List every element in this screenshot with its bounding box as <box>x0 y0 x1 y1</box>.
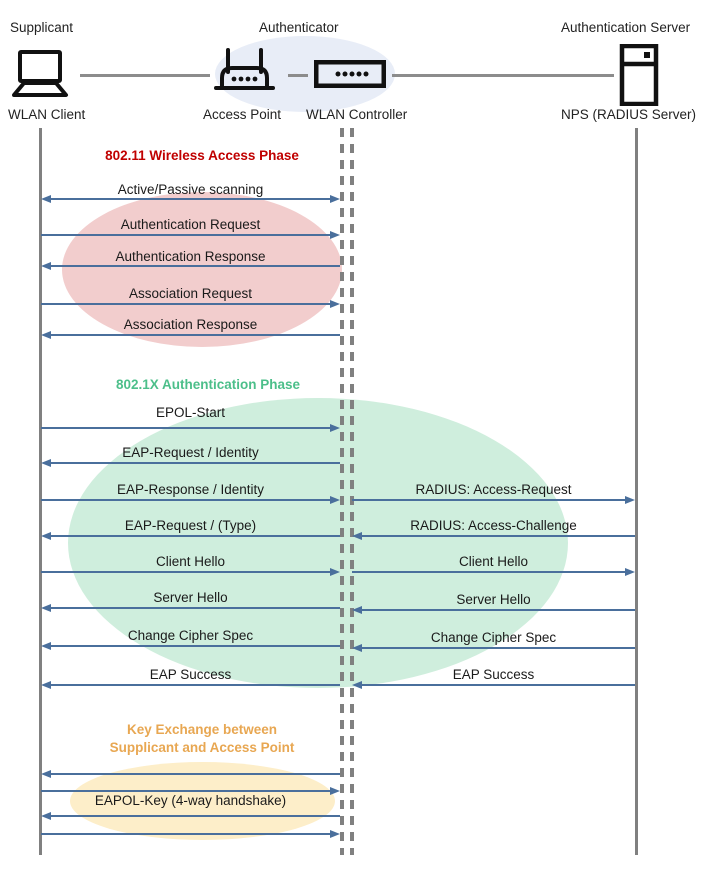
role-title-supplicant: Supplicant <box>10 20 74 35</box>
link-wlc-to-server <box>392 74 614 77</box>
phase-caption-line: 802.11 Wireless Access Phase <box>105 148 299 163</box>
message-label: EAP-Response / Identity <box>116 482 265 497</box>
message-arrow <box>352 606 635 614</box>
role-title-authenticator: Authenticator <box>259 20 339 35</box>
message-arrow <box>41 331 340 339</box>
message-label: RADIUS: Access-Challenge <box>410 518 577 533</box>
message-arrow <box>41 424 340 432</box>
message-arrow <box>41 532 340 540</box>
link-ap-to-wlc <box>288 74 308 77</box>
message-label: Server Hello <box>153 590 228 605</box>
device-label-nps-radius-server: NPS (RADIUS Server) <box>561 107 697 122</box>
message-arrow <box>41 770 340 778</box>
phase-caption-dot1x-authentication: 802.1X Authentication Phase <box>98 376 318 394</box>
message-label: EAP-Request / (Type) <box>124 518 257 533</box>
message-label: EAP Success <box>452 667 535 682</box>
message-arrow <box>41 231 340 239</box>
message-label: RADIUS: Access-Request <box>415 482 572 497</box>
message-label: Authentication Request <box>120 217 261 232</box>
device-label-access-point: Access Point <box>203 107 282 122</box>
message-arrow <box>41 830 340 838</box>
phase-caption-line: 802.1X Authentication Phase <box>115 377 301 392</box>
link-client-to-ap <box>80 74 210 77</box>
message-label: Active/Passive scanning <box>117 182 264 197</box>
message-arrow <box>41 812 340 820</box>
message-label: Change Cipher Spec <box>127 628 254 643</box>
message-arrow <box>41 496 340 504</box>
message-arrow <box>41 642 340 650</box>
device-label-wlan-controller: WLAN Controller <box>306 107 408 122</box>
phase-2-ellipse <box>68 398 568 688</box>
phase-1-ellipse <box>62 192 342 347</box>
message-label: Change Cipher Spec <box>430 630 557 645</box>
message-label: EAPOL-Key (4-way handshake) <box>94 793 287 808</box>
message-arrow <box>41 300 340 308</box>
role-title-authentication-server: Authentication Server <box>561 20 691 35</box>
message-arrow <box>41 604 340 612</box>
phase-caption-key-exchange: Key Exchange between Supplicant and Acce… <box>92 721 312 757</box>
message-arrow <box>41 681 340 689</box>
message-arrow <box>41 787 340 795</box>
message-arrow <box>352 532 635 540</box>
message-label: Association Request <box>128 286 253 301</box>
message-arrow <box>41 568 340 576</box>
phase-caption-wireless-access: 802.11 Wireless Access Phase <box>92 147 312 165</box>
message-arrow <box>41 195 340 203</box>
message-arrow <box>352 568 635 576</box>
message-label: Client Hello <box>155 554 226 569</box>
lifeline-authenticator-left <box>340 128 344 855</box>
message-label: Authentication Response <box>115 249 266 264</box>
wlan-controller-icon <box>313 59 387 93</box>
message-label: EAP-Request / Identity <box>122 445 259 460</box>
phase-caption-line: Supplicant and Access Point <box>109 740 295 755</box>
phase-caption-line: Key Exchange between <box>126 722 278 737</box>
message-label: Association Response <box>123 317 258 332</box>
device-label-wlan-client: WLAN Client <box>8 107 86 122</box>
lifeline-authentication-server <box>635 128 638 855</box>
message-arrow <box>352 681 635 689</box>
server-icon <box>619 43 659 111</box>
lifeline-supplicant <box>39 128 42 855</box>
message-arrow <box>352 496 635 504</box>
message-label: Client Hello <box>458 554 529 569</box>
access-point-icon <box>214 46 276 105</box>
message-arrow <box>41 459 340 467</box>
lifeline-authenticator-right <box>350 128 354 855</box>
message-label: EPOL-Start <box>155 405 226 420</box>
message-label: EAP Success <box>149 667 232 682</box>
laptop-icon <box>12 50 74 103</box>
message-label: Server Hello <box>456 592 531 607</box>
message-arrow <box>352 644 635 652</box>
message-arrow <box>41 262 340 270</box>
